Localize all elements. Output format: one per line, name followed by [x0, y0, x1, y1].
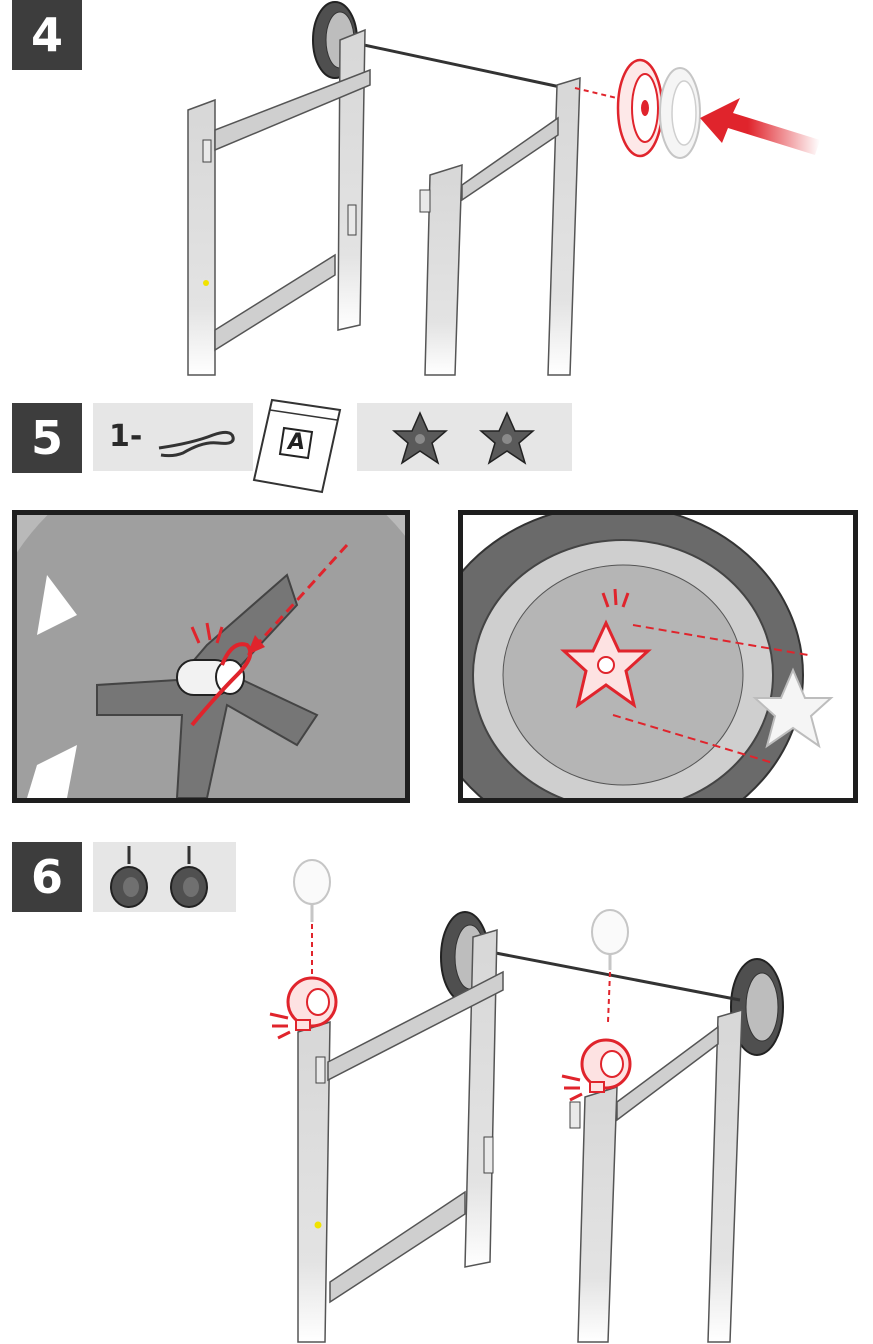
axle-rod: [350, 42, 565, 88]
right-frame: [420, 78, 580, 375]
step-5-number: 5: [31, 411, 63, 465]
step-5-hubcap-strip: [357, 403, 572, 471]
hardware-bag-icon: A: [252, 392, 342, 497]
insert-arrow-icon: [700, 98, 820, 155]
wheel-ghost: [660, 68, 700, 158]
detail-hubcap-attach: [458, 510, 858, 803]
caster-ghost-left: [294, 860, 330, 922]
hitch-pin-icon: [153, 413, 243, 463]
left-frame: [188, 30, 370, 375]
wheel-highlight: [618, 60, 662, 156]
hitch-pin-qty: 1-: [109, 419, 142, 454]
step-6-illustration: [0, 842, 873, 1344]
step-5-hardware-strip: 1-: [93, 403, 253, 471]
hubcap-icon: [357, 403, 572, 471]
step-4-illustration: [0, 0, 873, 380]
bag-label: A: [288, 430, 305, 455]
step-5-badge: 5: [12, 403, 82, 473]
caster-highlight-right: [562, 1040, 630, 1100]
caster-ghost-right: [592, 910, 628, 970]
detail-pin-insert: [12, 510, 410, 803]
